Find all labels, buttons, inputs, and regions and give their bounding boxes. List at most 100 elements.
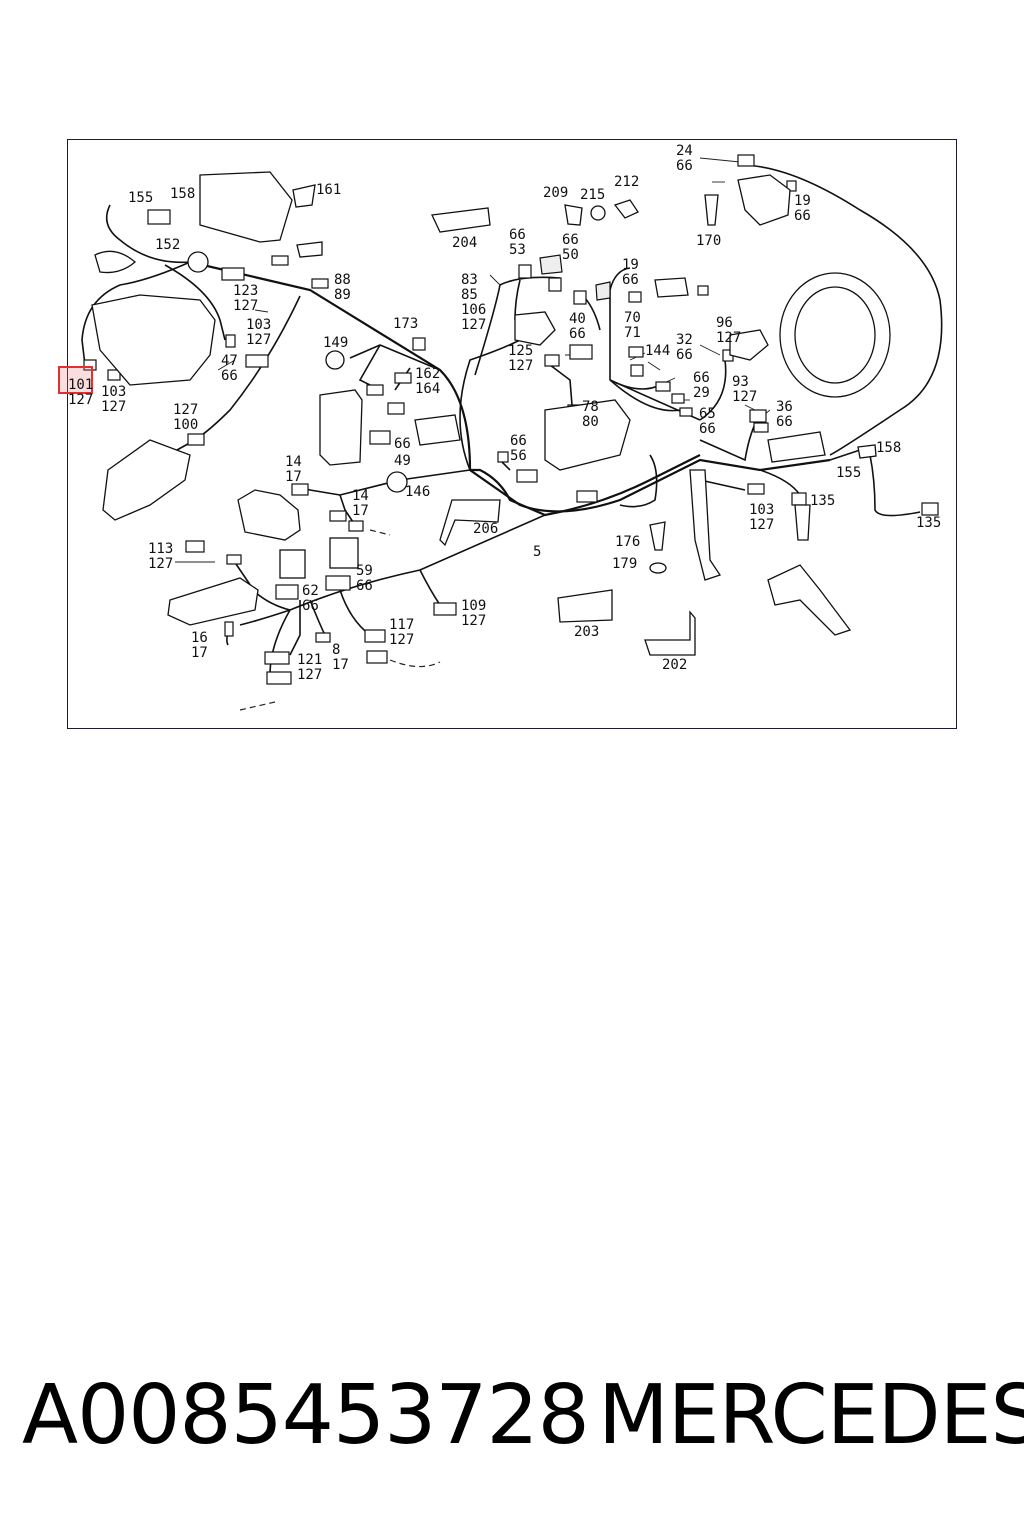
callout-label: 155 xyxy=(836,465,862,481)
grommet-part xyxy=(187,251,209,273)
switch-housing-part xyxy=(237,489,301,541)
nut-part xyxy=(649,562,667,574)
callout-label: 5 xyxy=(533,544,542,560)
airbag-module-part xyxy=(199,171,293,243)
relay-part xyxy=(329,537,359,569)
clip-part xyxy=(564,204,583,226)
callout-label: 144 xyxy=(645,343,671,359)
brand-name: MERCEDES xyxy=(598,1368,1024,1463)
callout-label: 121 127 xyxy=(297,652,323,683)
callout-label: 59 66 xyxy=(356,563,373,594)
switch-part xyxy=(767,431,826,463)
housing-part xyxy=(414,414,461,446)
callout-label: 103 127 xyxy=(101,384,127,415)
sensor-part xyxy=(94,250,136,274)
bracket-part xyxy=(431,207,491,233)
callout-label: 117 127 xyxy=(389,617,415,648)
callout-label-highlighted: 101 127 xyxy=(68,377,94,408)
callout-label: 70 71 xyxy=(624,310,641,341)
callout-label: 62 66 xyxy=(302,583,319,614)
callout-label: 158 xyxy=(170,186,196,202)
callout-label: 49 xyxy=(394,453,411,469)
callout-label: 149 xyxy=(323,335,349,351)
callout-label: 66 xyxy=(394,436,411,452)
screw-part xyxy=(613,199,639,219)
callout-label: 206 xyxy=(473,521,499,537)
callout-label: 127 100 xyxy=(173,402,199,433)
connector-block-part xyxy=(296,241,323,258)
highlighted-callout-box xyxy=(58,366,93,394)
bolt-part xyxy=(649,521,666,551)
callout-label: 179 xyxy=(612,556,638,572)
grommet-part xyxy=(386,471,408,493)
callout-label: 203 xyxy=(574,624,600,640)
pedal-bracket-part xyxy=(689,469,722,581)
screw-part xyxy=(704,194,719,226)
callout-label: 204 xyxy=(452,235,478,251)
callout-label: 176 xyxy=(615,534,641,550)
callout-label: 78 80 xyxy=(582,399,599,430)
wiper-motor-part xyxy=(102,439,191,521)
callout-label: 66 53 xyxy=(509,227,526,258)
callout-label: 209 xyxy=(543,185,569,201)
bracket-part xyxy=(439,499,501,547)
callout-label: 93 127 xyxy=(732,374,758,405)
sensor-part xyxy=(794,504,811,541)
callout-label: 16 17 xyxy=(191,630,208,661)
footer-caption: A0085453728 MERCEDES xyxy=(0,1368,1024,1478)
switch-part xyxy=(737,174,791,226)
callout-label: 65 66 xyxy=(699,406,716,437)
relay-module-part xyxy=(319,389,363,466)
callout-label: 66 56 xyxy=(510,433,527,464)
pedal-part xyxy=(767,564,852,636)
grommet-part xyxy=(325,350,345,370)
callout-label: 158 xyxy=(876,440,902,456)
callout-label: 36 66 xyxy=(776,399,793,430)
callout-label: 161 xyxy=(316,182,342,198)
switch-part xyxy=(729,329,769,361)
callout-label: 173 xyxy=(393,316,419,332)
callout-label: 96 127 xyxy=(716,315,742,346)
washer-part xyxy=(590,205,606,221)
callout-label: 135 xyxy=(810,493,836,509)
callout-label: 32 66 xyxy=(676,332,693,363)
callout-label: 47 66 xyxy=(221,353,238,384)
callout-label: 215 xyxy=(580,187,606,203)
callout-label: 135 xyxy=(916,515,942,531)
callout-label: 88 89 xyxy=(334,272,351,303)
callout-label: 103 127 xyxy=(246,317,272,348)
bracket-part xyxy=(557,589,613,623)
callout-label: 19 66 xyxy=(622,257,639,288)
relay-part xyxy=(279,549,306,579)
callout-label: 146 xyxy=(405,484,431,500)
callout-label: 123 127 xyxy=(233,283,259,314)
bracket-part xyxy=(644,610,696,656)
part-number: A0085453728 xyxy=(22,1368,590,1463)
callout-label: 14 17 xyxy=(352,488,369,519)
callout-label: 152 xyxy=(155,237,181,253)
callout-label: 109 127 xyxy=(461,598,487,629)
callout-label: 14 17 xyxy=(285,454,302,485)
callout-label: 113 127 xyxy=(148,541,174,572)
callout-label: 24 66 xyxy=(676,143,693,174)
callout-label: 66 50 xyxy=(562,232,579,263)
motor-part xyxy=(514,311,556,346)
callout-label: 125 127 xyxy=(508,343,534,374)
callout-label: 202 xyxy=(662,657,688,673)
callout-label: 155 xyxy=(128,190,154,206)
callout-label: 83 85 106 127 xyxy=(461,272,487,333)
fuse-box-part xyxy=(167,577,259,626)
callout-label: 212 xyxy=(614,174,640,190)
callout-label: 66 29 xyxy=(693,370,710,401)
bulb-holder-part xyxy=(292,184,316,208)
callout-label: 8 17 xyxy=(332,642,349,673)
heater-box-part xyxy=(91,294,216,386)
callout-label: 103 127 xyxy=(749,502,775,533)
callout-label: 170 xyxy=(696,233,722,249)
callout-label: 19 66 xyxy=(794,193,811,224)
callout-label: 162 164 xyxy=(415,366,441,397)
switch-part xyxy=(654,277,689,298)
control-unit-part xyxy=(544,399,631,471)
bulb-part xyxy=(857,444,877,459)
